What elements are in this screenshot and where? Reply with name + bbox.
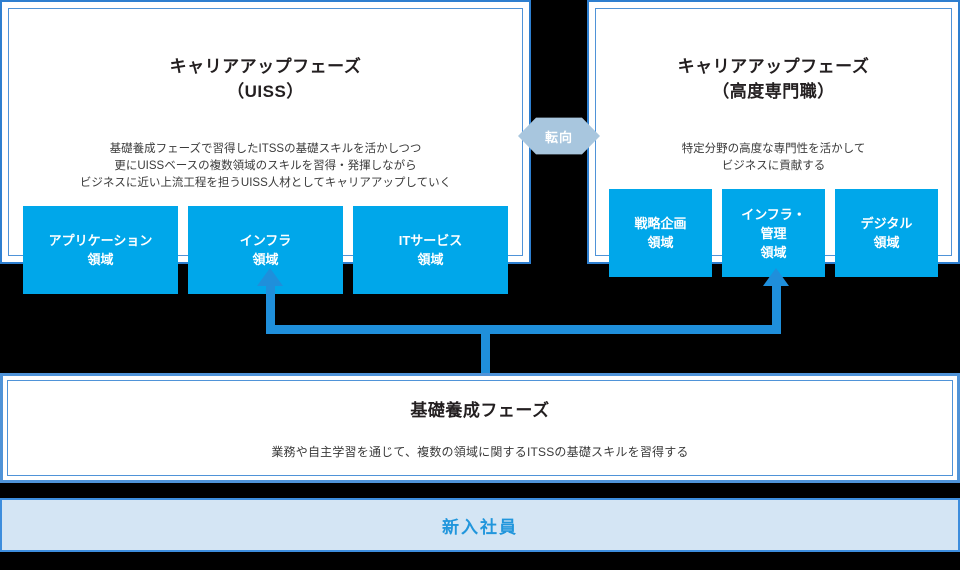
domain-box-application[interactable]: アプリケーション 領域 xyxy=(23,206,178,294)
panel-uiss-title-main: キャリアアップフェーズ xyxy=(169,57,362,76)
panel-uiss-title-sub: （UISS） xyxy=(227,82,304,101)
connector-riser-left xyxy=(266,285,275,330)
new-employee-label: 新入社員 xyxy=(442,517,518,537)
connector-distribution-bar xyxy=(266,325,781,334)
domain-box-strategy-planning[interactable]: 戦略企画 領域 xyxy=(609,189,712,277)
panel-foundation-inner-border: 基礎養成フェーズ 業務や自主学習を通じて、複数の領域に関するITSSの基礎スキル… xyxy=(7,380,953,476)
panel-foundation-phase: 基礎養成フェーズ 業務や自主学習を通じて、複数の領域に関するITSSの基礎スキル… xyxy=(0,373,960,483)
panel-expert-inner-border: キャリアアップフェーズ （高度専門職） 特定分野の高度な専門性を活かして ビジネ… xyxy=(595,8,952,277)
domain-box-it-service[interactable]: ITサービス 領域 xyxy=(353,206,508,294)
panel-uiss-description: 基礎養成フェーズで習得したITSSの基礎スキルを活かしつつ 更にUISSベースの… xyxy=(79,143,452,189)
panel-expert-title-main: キャリアアップフェーズ xyxy=(677,57,870,76)
panel-expert-domain-row: 戦略企画 領域 インフラ・ 管理 領域 デジタル 領域 xyxy=(609,189,938,277)
panel-career-up-uiss: キャリアアップフェーズ （UISS） 基礎養成フェーズで習得したITSSの基礎ス… xyxy=(0,0,531,294)
domain-box-digital[interactable]: デジタル 領域 xyxy=(835,189,938,277)
switch-direction-label: 転向 xyxy=(544,129,573,145)
panel-uiss-inner-border: キャリアアップフェーズ （UISS） 基礎養成フェーズで習得したITSSの基礎ス… xyxy=(8,8,523,294)
switch-direction-arrow-icon: 転向 xyxy=(518,117,600,155)
panel-expert-title-sub: （高度専門職） xyxy=(712,82,835,101)
connector-riser-right xyxy=(772,285,781,330)
domain-box-infra-management[interactable]: インフラ・ 管理 領域 xyxy=(722,189,825,277)
connector-stem-vertical xyxy=(481,333,490,373)
arrowhead-up-right-icon xyxy=(763,268,789,286)
domain-box-infrastructure[interactable]: インフラ 領域 xyxy=(188,206,343,294)
panel-uiss-title: キャリアアップフェーズ （UISS） xyxy=(170,29,362,129)
foundation-title: 基礎養成フェーズ xyxy=(410,401,550,420)
arrowhead-up-left-icon xyxy=(257,268,283,286)
panel-uiss-domain-row: アプリケーション 領域 インフラ 領域 ITサービス 領域 xyxy=(23,206,508,294)
foundation-description: 業務や自主学習を通じて、複数の領域に関するITSSの基礎スキルを習得する xyxy=(271,445,689,459)
bar-new-employee: 新入社員 xyxy=(0,498,960,552)
panel-career-up-expert: キャリアアップフェーズ （高度専門職） 特定分野の高度な専門性を活かして ビジネ… xyxy=(587,0,960,277)
panel-expert-title: キャリアアップフェーズ （高度専門職） xyxy=(678,29,870,129)
panel-expert-description: 特定分野の高度な専門性を活かして ビジネスに貢献する xyxy=(681,143,866,172)
